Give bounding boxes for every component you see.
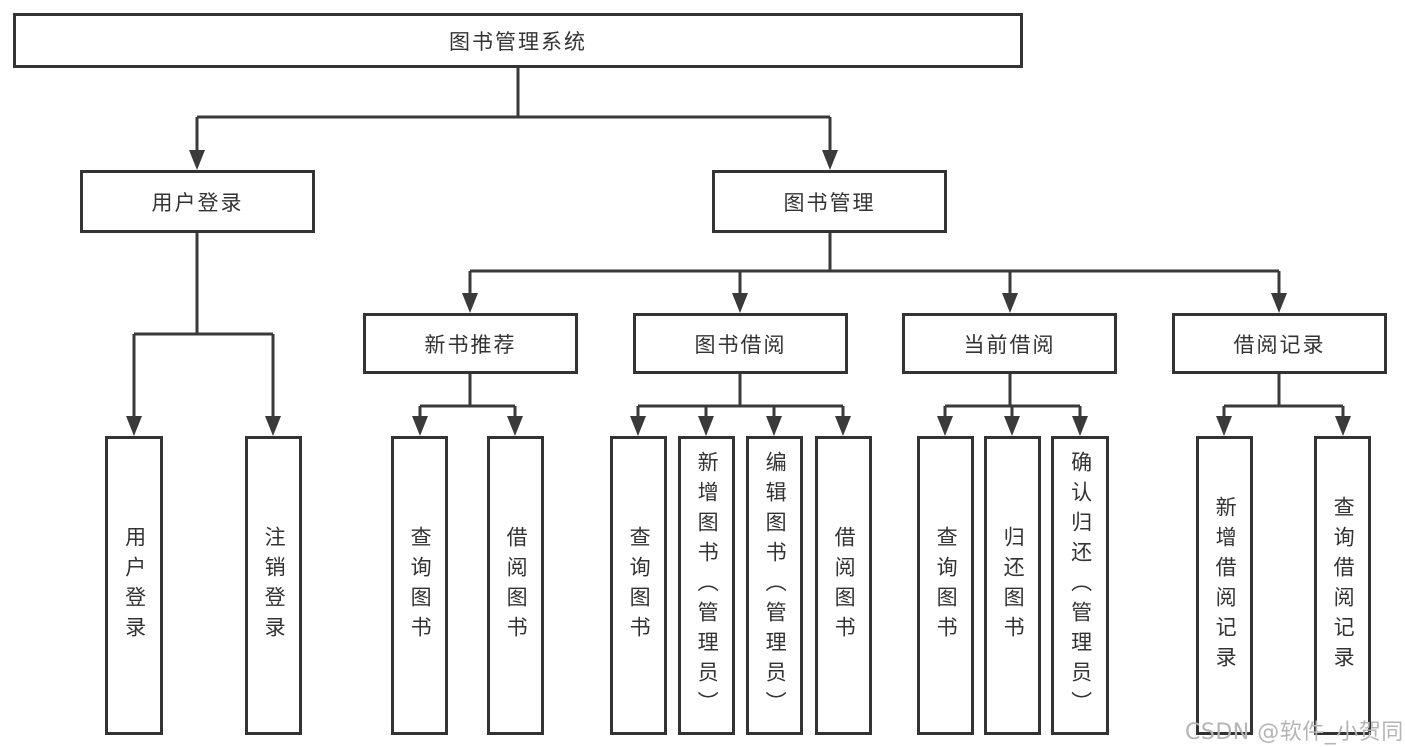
node-book-borrowing: 图书借阅 bbox=[633, 313, 848, 374]
leaf-borrow-books-borrowing: 借阅图书 bbox=[815, 436, 872, 735]
leaf-user-login-label: 用户登录 bbox=[122, 525, 147, 646]
leaf-borrow-books-borrowing-label: 借阅图书 bbox=[832, 525, 857, 646]
node-root-label: 图书管理系统 bbox=[449, 29, 587, 54]
node-book-management-label: 图书管理 bbox=[783, 190, 876, 215]
leaf-add-books-admin: 新增图书（管理员） bbox=[678, 436, 735, 735]
leaf-query-borrow-record: 查询借阅记录 bbox=[1314, 436, 1371, 735]
leaf-query-borrow-record-label: 查询借阅记录 bbox=[1331, 495, 1356, 676]
leaf-query-books-recommend-label: 查询图书 bbox=[408, 525, 433, 646]
node-new-book-recommendation-label: 新书推荐 bbox=[424, 332, 517, 357]
leaf-edit-books-admin-label: 编辑图书（管理员） bbox=[763, 450, 788, 721]
leaf-query-books-recommend: 查询图书 bbox=[391, 436, 448, 735]
connector-book-borrowing-to-leaves bbox=[630, 374, 851, 436]
leaf-logout: 注销登录 bbox=[245, 436, 302, 735]
leaf-return-books-label: 归还图书 bbox=[1001, 525, 1026, 646]
leaf-edit-books-admin: 编辑图书（管理员） bbox=[746, 436, 803, 735]
leaf-add-borrow-record: 新增借阅记录 bbox=[1196, 436, 1253, 735]
leaf-add-borrow-record-label: 新增借阅记录 bbox=[1213, 495, 1238, 676]
node-borrowing-records: 借阅记录 bbox=[1172, 313, 1387, 374]
connector-book-management-to-level3 bbox=[462, 233, 1287, 313]
watermark: CSDN @软件_小贺同学 bbox=[1185, 720, 1405, 745]
node-root: 图书管理系统 bbox=[13, 13, 1023, 68]
connector-root-to-level2 bbox=[189, 68, 838, 170]
connector-user-login-to-leaves bbox=[126, 233, 281, 436]
connector-new-book-recommendation-to-leaves bbox=[412, 374, 523, 436]
leaf-user-login: 用户登录 bbox=[105, 436, 163, 735]
leaf-query-books-borrowing: 查询图书 bbox=[610, 436, 667, 735]
leaf-add-books-admin-label: 新增图书（管理员） bbox=[695, 450, 720, 721]
leaf-query-books-current: 查询图书 bbox=[917, 436, 974, 735]
leaf-confirm-return-admin-label: 确认归还（管理员） bbox=[1068, 450, 1093, 721]
leaf-query-books-borrowing-label: 查询图书 bbox=[627, 525, 652, 646]
node-book-borrowing-label: 图书借阅 bbox=[694, 332, 787, 357]
leaf-return-books: 归还图书 bbox=[984, 436, 1041, 735]
node-new-book-recommendation: 新书推荐 bbox=[363, 313, 578, 374]
node-current-borrowing: 当前借阅 bbox=[902, 313, 1117, 374]
leaf-query-books-current-label: 查询图书 bbox=[934, 525, 959, 646]
leaf-borrow-books-recommend-label: 借阅图书 bbox=[504, 525, 529, 646]
node-user-login: 用户登录 bbox=[80, 170, 315, 233]
node-current-borrowing-label: 当前借阅 bbox=[963, 332, 1056, 357]
node-user-login-label: 用户登录 bbox=[151, 190, 244, 215]
leaf-confirm-return-admin: 确认归还（管理员） bbox=[1051, 436, 1109, 735]
connector-borrowing-records-to-leaves bbox=[1216, 374, 1351, 436]
node-borrowing-records-label: 借阅记录 bbox=[1233, 332, 1326, 357]
connector-current-borrowing-to-leaves bbox=[937, 374, 1088, 436]
leaf-borrow-books-recommend: 借阅图书 bbox=[487, 436, 544, 735]
node-book-management: 图书管理 bbox=[712, 170, 947, 233]
leaf-logout-label: 注销登录 bbox=[262, 525, 287, 646]
